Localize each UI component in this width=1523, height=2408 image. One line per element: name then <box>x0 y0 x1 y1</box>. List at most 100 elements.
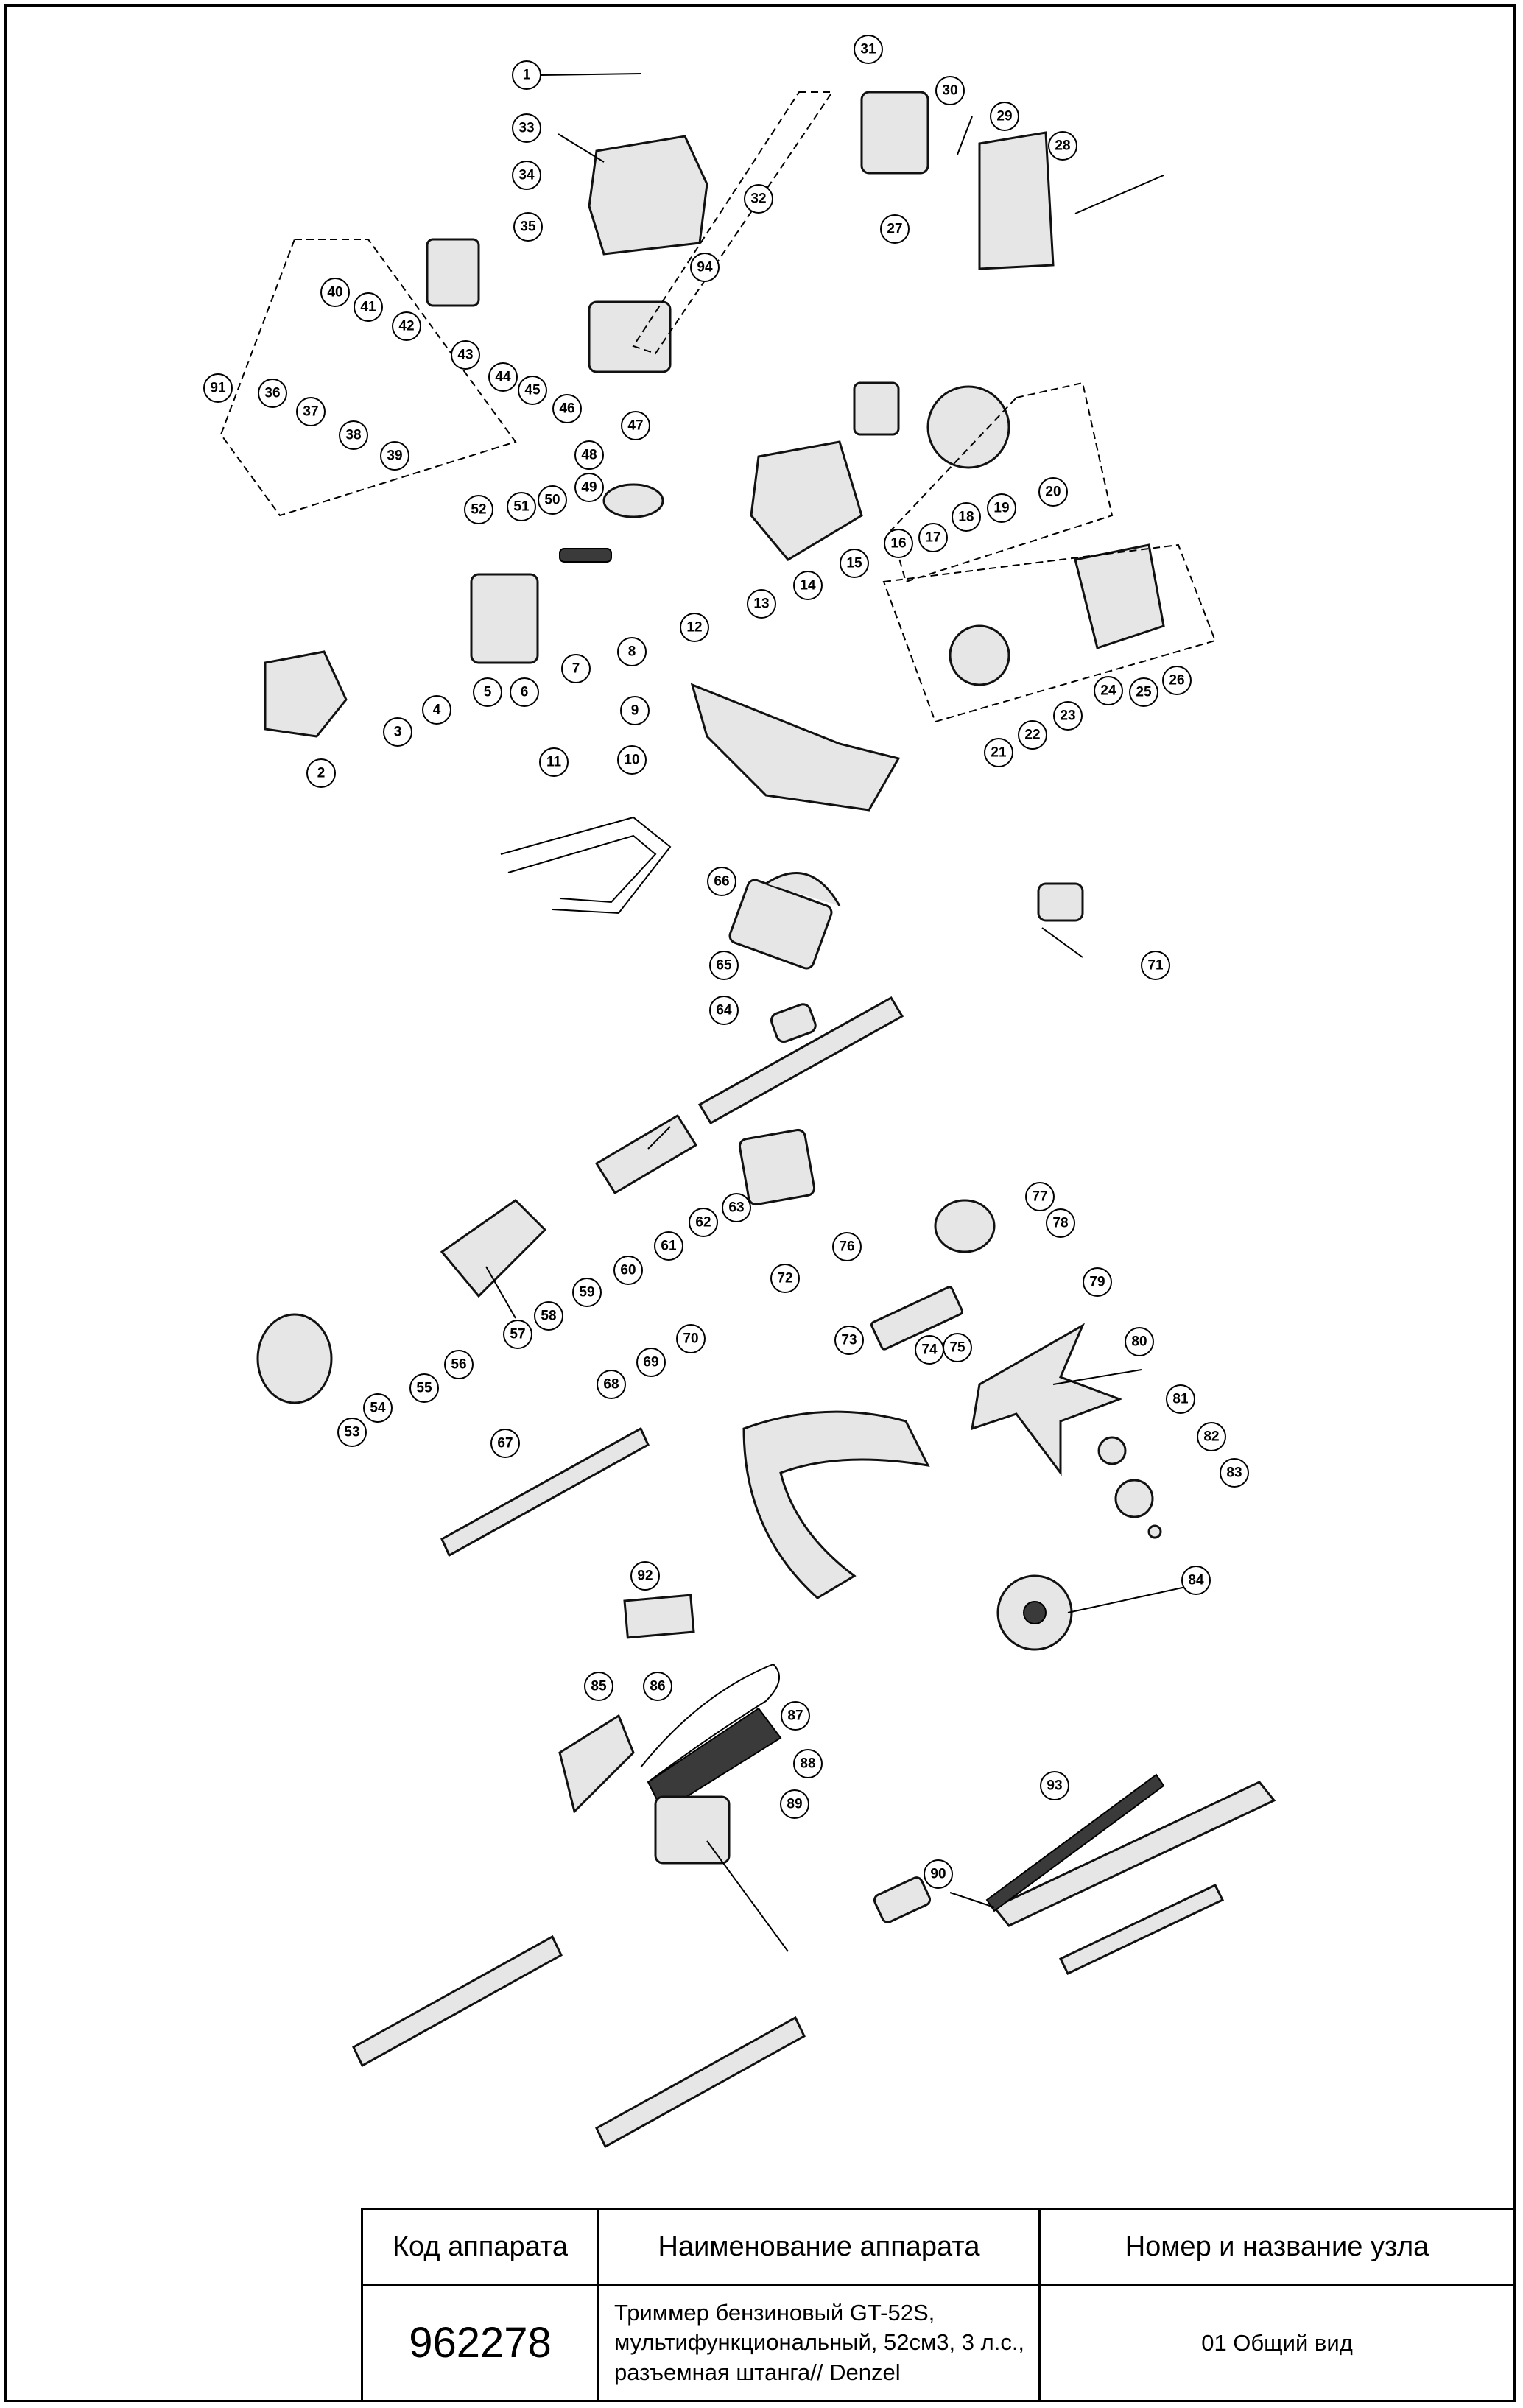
callout-label: 81 <box>1172 1392 1189 1407</box>
callout-45: 45 <box>518 376 547 405</box>
callout-70: 70 <box>676 1324 706 1353</box>
callout-75: 75 <box>943 1333 972 1362</box>
callout-42: 42 <box>392 311 421 341</box>
callout-61: 61 <box>654 1231 683 1261</box>
callout-label: 17 <box>925 530 940 546</box>
callout-27: 27 <box>880 214 910 244</box>
node-name: 01 Общий вид <box>1038 2284 1516 2402</box>
callout-label: 94 <box>697 260 713 275</box>
callout-label: 22 <box>1024 728 1040 743</box>
callout-13: 13 <box>747 589 776 619</box>
callout-label: 90 <box>930 1867 946 1882</box>
callout-81: 81 <box>1166 1384 1195 1414</box>
callout-36: 36 <box>258 379 287 408</box>
callout-10: 10 <box>617 745 647 775</box>
callout-2: 2 <box>306 758 336 788</box>
callout-46: 46 <box>552 394 582 423</box>
apparatus-code: 962278 <box>361 2284 599 2402</box>
callout-label: 71 <box>1147 958 1164 974</box>
callout-32: 32 <box>744 184 773 214</box>
callout-64: 64 <box>709 996 739 1025</box>
callout-label: 68 <box>603 1377 619 1393</box>
callout-25: 25 <box>1129 677 1158 707</box>
callout-label: 70 <box>683 1331 698 1347</box>
callout-label: 47 <box>627 418 643 434</box>
callout-label: 43 <box>457 348 473 363</box>
callout-28: 28 <box>1048 131 1077 161</box>
attachments-group <box>352 1594 1276 2149</box>
callout-label: 16 <box>890 536 906 552</box>
callout-41: 41 <box>354 292 383 322</box>
callout-label: 30 <box>942 83 957 99</box>
callout-label: 48 <box>581 448 597 463</box>
callout-89: 89 <box>780 1789 809 1819</box>
leader-lines <box>485 73 1186 1952</box>
callout-4: 4 <box>422 695 451 725</box>
callout-label: 39 <box>387 448 402 464</box>
callout-label: 89 <box>787 1797 802 1812</box>
callout-label: 91 <box>210 381 226 396</box>
callout-22: 22 <box>1018 720 1047 750</box>
callout-label: 74 <box>921 1342 938 1358</box>
callout-80: 80 <box>1125 1327 1154 1356</box>
callout-label: 9 <box>631 703 639 719</box>
callout-label: 28 <box>1055 138 1070 154</box>
callout-label: 63 <box>728 1200 744 1216</box>
title-block: Код аппарата Наименование аппарата Номер… <box>361 2208 1516 2402</box>
callout-label: 2 <box>317 766 326 781</box>
callout-78: 78 <box>1046 1208 1075 1238</box>
callout-label: 57 <box>510 1327 525 1342</box>
callout-40: 40 <box>320 278 350 307</box>
callout-12: 12 <box>680 613 709 642</box>
callout-21: 21 <box>984 738 1013 767</box>
callout-58: 58 <box>534 1301 563 1331</box>
shaft-group <box>256 872 1162 1651</box>
callout-63: 63 <box>722 1193 751 1222</box>
callout-56: 56 <box>444 1350 474 1379</box>
callout-label: 60 <box>620 1263 636 1278</box>
callout-label: 34 <box>518 168 535 183</box>
callout-16: 16 <box>884 529 913 558</box>
callout-label: 73 <box>841 1333 857 1348</box>
callout-label: 87 <box>787 1708 803 1724</box>
callout-54: 54 <box>363 1393 393 1423</box>
callout-label: 1 <box>523 68 531 83</box>
callout-label: 55 <box>416 1381 432 1396</box>
callout-label: 46 <box>559 401 574 417</box>
callout-74: 74 <box>915 1335 944 1365</box>
callout-69: 69 <box>636 1348 666 1377</box>
callout-label: 21 <box>991 745 1007 761</box>
callout-49: 49 <box>574 473 604 502</box>
callout-11: 11 <box>539 747 569 777</box>
callout-label: 78 <box>1052 1216 1068 1231</box>
callout-label: 38 <box>345 428 361 443</box>
callout-87: 87 <box>781 1701 810 1731</box>
callout-label: 24 <box>1100 683 1116 699</box>
callout-label: 27 <box>887 222 902 237</box>
callout-68: 68 <box>597 1370 626 1399</box>
apparatus-name: Триммер бензиновый GT-52S, мультифункцио… <box>597 2284 1041 2402</box>
callout-73: 73 <box>834 1326 864 1355</box>
callout-33: 33 <box>512 113 541 143</box>
callout-label: 45 <box>524 383 541 398</box>
callout-83: 83 <box>1220 1458 1249 1488</box>
callout-label: 36 <box>264 386 280 401</box>
callout-label: 33 <box>518 121 534 136</box>
callout-79: 79 <box>1083 1267 1112 1297</box>
callout-92: 92 <box>630 1561 660 1591</box>
callout-77: 77 <box>1025 1182 1055 1211</box>
callout-label: 49 <box>581 480 597 496</box>
callout-17: 17 <box>918 523 948 552</box>
callout-52: 52 <box>464 495 493 524</box>
callout-label: 85 <box>591 1679 607 1694</box>
callout-label: 23 <box>1060 708 1075 724</box>
header-name: Наименование аппарата <box>597 2208 1041 2286</box>
callout-label: 25 <box>1136 685 1152 700</box>
callout-66: 66 <box>707 867 736 896</box>
callout-82: 82 <box>1197 1422 1226 1451</box>
callout-19: 19 <box>987 493 1016 523</box>
callout-6: 6 <box>510 677 539 707</box>
engine-group <box>219 91 1217 915</box>
callout-label: 12 <box>686 620 702 636</box>
callout-label: 79 <box>1089 1275 1105 1290</box>
